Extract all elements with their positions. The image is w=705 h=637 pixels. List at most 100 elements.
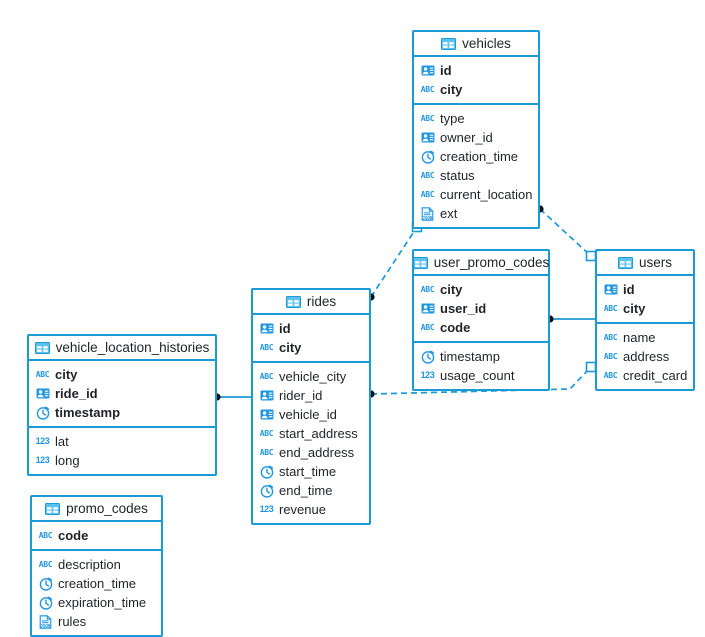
svg-text:JSON: JSON: [40, 623, 51, 628]
column-row[interactable]: start_time: [253, 462, 369, 481]
id-badge-icon: [420, 301, 435, 316]
relationship-user_promo_codes-to-users: [546, 315, 595, 323]
column-name-label: start_time: [279, 464, 337, 479]
id-badge-icon: [420, 63, 435, 78]
primary-key-row[interactable]: id: [414, 61, 538, 80]
column-name-label: creation_time: [58, 576, 137, 591]
primary-key-row[interactable]: ABC code: [32, 526, 161, 545]
abc-text-icon: ABC: [420, 322, 435, 332]
123-number-icon: 123: [35, 436, 50, 446]
abc-text-icon: ABC: [603, 303, 618, 313]
abc-text-icon: ABC: [420, 189, 435, 199]
primary-key-row[interactable]: id: [597, 280, 693, 299]
column-name-label: timestamp: [55, 405, 121, 420]
table-name-label: rides: [306, 294, 337, 309]
column-row[interactable]: 123 lat: [29, 432, 215, 451]
column-row[interactable]: ABC vehicle_city: [253, 367, 369, 386]
column-row[interactable]: ABC description: [32, 555, 161, 574]
primary-key-row[interactable]: ABC city: [253, 338, 369, 357]
abc-text-icon: ABC: [259, 342, 274, 352]
abc-text-icon: ABC: [38, 559, 53, 569]
column-row[interactable]: vehicle_id: [253, 405, 369, 424]
table-grid-icon: [441, 36, 457, 51]
table-header-vehicles[interactable]: vehicles: [414, 32, 538, 57]
column-row[interactable]: expiration_time: [32, 593, 161, 612]
column-name-label: address: [623, 349, 670, 364]
id-badge-icon: [35, 386, 50, 401]
id-badge-icon: [259, 321, 274, 336]
column-name-label: city: [279, 340, 302, 355]
column-name-label: code: [58, 528, 89, 543]
column-row[interactable]: owner_id: [414, 128, 538, 147]
column-name-label: start_address: [279, 426, 358, 441]
clock-icon: [420, 349, 435, 364]
json-file-icon: JSON: [420, 206, 435, 221]
primary-key-row[interactable]: user_id: [414, 299, 548, 318]
primary-key-row[interactable]: timestamp: [29, 403, 215, 422]
table-header-promo_codes[interactable]: promo_codes: [32, 497, 161, 522]
id-badge-icon: [259, 407, 274, 422]
table-header-users[interactable]: users: [597, 251, 693, 276]
table-header-user_promo_codes[interactable]: user_promo_codes: [412, 251, 549, 276]
abc-text-icon: ABC: [38, 530, 53, 540]
column-row[interactable]: creation_time: [414, 147, 538, 166]
table-node-promo_codes[interactable]: promo_codes ABC code ABC description creati…: [30, 495, 163, 637]
primary-key-row[interactable]: id: [253, 319, 369, 338]
column-name-label: owner_id: [440, 130, 493, 145]
column-name-label: vehicle_city: [279, 369, 347, 384]
table-grid-icon: [285, 294, 301, 309]
column-row[interactable]: timestamp: [414, 347, 548, 366]
clock-icon: [420, 149, 435, 164]
123-number-icon: 123: [259, 504, 274, 514]
clock-icon: [259, 464, 274, 479]
json-file-icon: JSON: [38, 614, 53, 629]
abc-text-icon: ABC: [259, 447, 274, 457]
column-row[interactable]: creation_time: [32, 574, 161, 593]
column-row[interactable]: end_time: [253, 481, 369, 500]
abc-text-icon: ABC: [259, 371, 274, 381]
clock-icon: [35, 405, 50, 420]
column-name-label: id: [440, 63, 452, 78]
column-name-label: description: [58, 557, 121, 572]
table-name-label: vehicles: [462, 36, 511, 51]
table-header-vehicle_location_histories[interactable]: vehicle_location_histories: [29, 336, 215, 361]
primary-key-row[interactable]: ride_id: [29, 384, 215, 403]
column-name-label: lat: [55, 434, 69, 449]
column-row[interactable]: rider_id: [253, 386, 369, 405]
abc-text-icon: ABC: [603, 370, 618, 380]
column-name-label: rider_id: [279, 388, 323, 403]
column-name-label: type: [440, 111, 465, 126]
table-header-rides[interactable]: rides: [253, 290, 369, 315]
